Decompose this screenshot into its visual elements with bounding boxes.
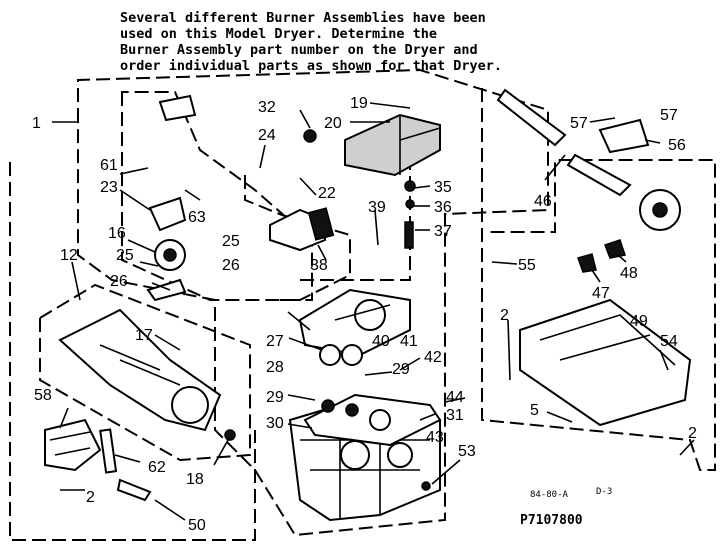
callout-53: 53 — [458, 443, 476, 460]
callout-19: 19 — [350, 95, 368, 112]
flame-sensor — [44, 418, 102, 472]
drawing-code: 84-80-A — [530, 490, 569, 500]
callout-27: 27 — [266, 333, 284, 350]
callout-47: 47 — [592, 285, 610, 302]
callout-54: 54 — [660, 333, 678, 350]
callout-17: 17 — [135, 327, 153, 344]
callout-26: 26 — [110, 273, 128, 290]
solenoid-coil-cover — [344, 113, 441, 177]
callout-25: 25 — [116, 247, 134, 264]
callout-50: 50 — [188, 517, 206, 534]
note-line: order individual parts as shown for that… — [120, 58, 502, 74]
callout-46: 46 — [534, 193, 552, 210]
callout-25: 25 — [222, 233, 240, 250]
callout-37: 37 — [434, 223, 452, 240]
callout-41: 41 — [400, 333, 418, 350]
callout-35: 35 — [434, 179, 452, 196]
figure-number: P7107800 — [520, 513, 583, 528]
assembly-note: Several different Burner Assemblies have… — [120, 10, 502, 74]
callout-29: 29 — [266, 389, 284, 406]
callout-43: 43 — [426, 429, 444, 446]
igniter-bracket — [148, 196, 187, 232]
callout-40: 40 — [372, 333, 390, 350]
callout-2: 2 — [688, 425, 697, 442]
callout-32: 32 — [258, 99, 276, 116]
callout-12: 12 — [60, 247, 78, 264]
callout-30: 30 — [266, 415, 284, 432]
callout-62: 62 — [148, 459, 166, 476]
leader-lines — [52, 102, 695, 521]
callout-5: 5 — [530, 402, 539, 419]
parts — [44, 88, 692, 522]
callout-63: 63 — [188, 209, 206, 226]
callout-2: 2 — [86, 489, 95, 506]
callout-49: 49 — [630, 313, 648, 330]
callout-57: 57 — [570, 115, 588, 132]
callout-20: 20 — [324, 115, 342, 132]
callout-24: 24 — [258, 127, 276, 144]
callout-42: 42 — [424, 349, 442, 366]
callout-58: 58 — [34, 387, 52, 404]
callout-31: 31 — [446, 407, 464, 424]
note-line: Several different Burner Assemblies have… — [120, 10, 486, 26]
burner-tube-upper — [496, 88, 567, 147]
callout-57: 57 — [660, 107, 678, 124]
callout-2: 2 — [500, 307, 509, 324]
sheet-label: D-3 — [596, 487, 612, 497]
callout-22: 22 — [318, 185, 336, 202]
callout-48: 48 — [620, 265, 638, 282]
assembly-boundaries — [9, 68, 716, 541]
callout-26: 26 — [222, 257, 240, 274]
callout-18: 18 — [186, 471, 204, 488]
mounting-bracket — [519, 298, 692, 427]
callout-39: 39 — [368, 199, 386, 216]
note-line: used on this Model Dryer. Determine the — [120, 26, 437, 42]
figure-footer: 84-80-A D-3 P7107800 — [520, 487, 612, 528]
callout-38: 38 — [310, 257, 328, 274]
callout-61: 61 — [100, 157, 118, 174]
callout-44: 44 — [446, 389, 464, 406]
callout-55: 55 — [518, 257, 536, 274]
note-line: Burner Assembly part number on the Dryer… — [120, 42, 478, 58]
callout-16: 16 — [108, 225, 126, 242]
callout-numbers: 1 2 2 2 5 12 16 17 18 19 20 22 23 24 25 … — [32, 95, 697, 534]
callout-36: 36 — [434, 199, 452, 216]
callout-28: 28 — [266, 359, 284, 376]
callout-1: 1 — [32, 115, 41, 132]
callout-23: 23 — [100, 179, 118, 196]
callout-29: 29 — [392, 361, 410, 378]
callout-56: 56 — [668, 137, 686, 154]
